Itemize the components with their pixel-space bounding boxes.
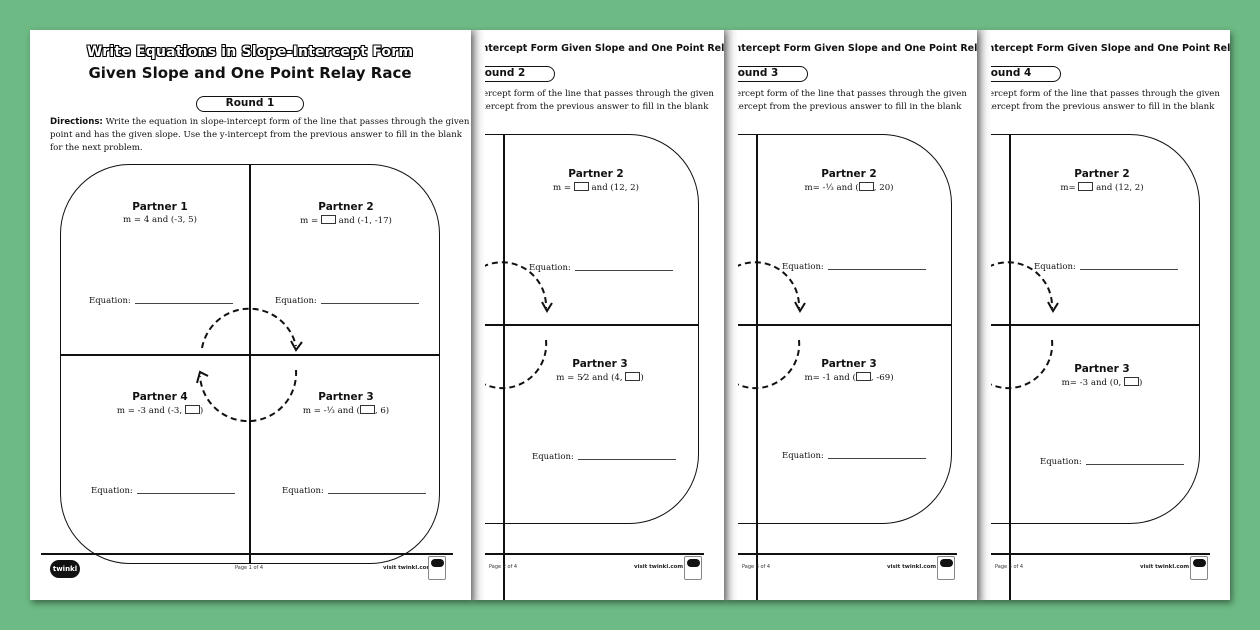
page-header: -Intercept Form Given Slope and One Poin… xyxy=(980,43,1230,54)
equation-field[interactable]: Equation: xyxy=(532,452,676,462)
directions-text: ntercept form of the line that passes th… xyxy=(980,89,1220,112)
page-header: -Intercept Form Given Slope and One Poin… xyxy=(474,43,724,54)
footer-divider xyxy=(977,553,1210,555)
equation-field[interactable]: Equation: xyxy=(1040,457,1184,467)
answer-blank[interactable] xyxy=(1124,377,1139,386)
partner-3-card: Partner 3 m = 5⁄2 and (4, ) xyxy=(556,358,644,383)
partner-1-card: Partner 1 m = 4 and (-3, 5) xyxy=(123,201,197,225)
round-badge: Round 3 xyxy=(724,66,808,82)
partner-2-card: Partner 2 m= -⅓ and (, 20) xyxy=(804,168,894,193)
answer-blank[interactable] xyxy=(320,215,336,224)
partner-3-card: Partner 3 m = -⅓ and (, 6) xyxy=(302,391,390,416)
equation-field[interactable]: Equation: xyxy=(782,262,926,272)
worksheet-page-4: -Intercept Form Given Slope and One Poin… xyxy=(977,30,1230,600)
partner-4-card: Partner 4 m = -3 and (-3, ) xyxy=(116,391,204,416)
round-badge: Round 2 xyxy=(471,66,555,82)
answer-blank[interactable] xyxy=(625,372,641,381)
round-badge: Round 4 xyxy=(977,66,1061,82)
equation-field[interactable]: Equation: xyxy=(529,263,673,273)
quality-badge-icon xyxy=(1190,556,1208,580)
page-title: Write Equations in Slope-Intercept Form xyxy=(86,44,414,60)
partner-3-card: Partner 3 m= -1 and (, -69) xyxy=(804,358,894,383)
answer-blank[interactable] xyxy=(184,405,200,414)
quality-badge-icon xyxy=(684,556,702,580)
board-divider-vertical xyxy=(1009,134,1011,600)
partner-2-card: Partner 2 m = and (-1, -17) xyxy=(300,201,392,226)
page-number: Page 1 of 4 xyxy=(235,565,264,571)
directions-text: ntercept form of the line that passes th… xyxy=(474,89,714,112)
footer-divider xyxy=(41,553,453,555)
answer-blank[interactable] xyxy=(359,405,375,414)
partner-2-card: Partner 2 m= and (12, 2) xyxy=(1060,168,1144,193)
footer-link[interactable]: visit twinkl.com xyxy=(634,564,684,570)
relay-board xyxy=(724,134,952,524)
round-badge: Round 1 xyxy=(196,96,304,112)
board-divider-horizontal xyxy=(977,324,1200,326)
page-number: Page 2 of 4 xyxy=(489,564,518,570)
footer-link[interactable]: visit twinkl.com xyxy=(1140,564,1190,570)
relay-arrows-icon xyxy=(196,307,303,423)
answer-blank[interactable] xyxy=(1078,182,1094,191)
answer-blank[interactable] xyxy=(573,182,589,191)
equation-field[interactable]: Equation: xyxy=(782,451,926,461)
page-number: Page 4 of 4 xyxy=(995,564,1024,570)
worksheet-page-3: -Intercept Form Given Slope and One Poin… xyxy=(724,30,977,600)
quality-badge-icon xyxy=(428,556,446,580)
equation-field[interactable]: Equation: xyxy=(1034,262,1178,272)
page-edge-shadow xyxy=(977,30,991,600)
directions-text: Directions: Write the equation in slope-… xyxy=(50,117,470,153)
board-divider-vertical xyxy=(756,134,758,600)
footer-link[interactable]: visit twinkl.com xyxy=(383,565,433,571)
relay-arrows-icon xyxy=(977,261,1059,390)
twinkl-logo: twinkl xyxy=(50,560,80,578)
footer-divider xyxy=(724,553,957,555)
page-subtitle: Given Slope and One Point Relay Race xyxy=(88,64,412,82)
equation-field[interactable]: Equation: xyxy=(89,296,233,306)
partner-2-card: Partner 2 m = and (12, 2) xyxy=(552,168,640,193)
quality-badge-icon xyxy=(937,556,955,580)
equation-field[interactable]: Equation: xyxy=(282,486,426,496)
board-divider-horizontal xyxy=(60,354,440,356)
page-edge-shadow xyxy=(724,30,738,600)
relay-arrows-icon xyxy=(724,261,806,390)
board-divider-horizontal xyxy=(471,324,699,326)
board-divider-vertical xyxy=(249,164,251,564)
page-header: -Intercept Form Given Slope and One Poin… xyxy=(727,43,977,54)
relay-arrows-icon xyxy=(471,261,553,390)
worksheet-page-2: -Intercept Form Given Slope and One Poin… xyxy=(471,30,724,600)
board-divider-horizontal xyxy=(724,324,952,326)
equation-field[interactable]: Equation: xyxy=(275,296,419,306)
relay-board xyxy=(977,134,1200,524)
page-edge-shadow xyxy=(471,30,485,600)
worksheet-page-1: Write Equations in Slope-Intercept Form … xyxy=(30,30,471,600)
directions-text: ntercept form of the line that passes th… xyxy=(727,89,967,112)
answer-blank[interactable] xyxy=(855,372,871,381)
equation-field[interactable]: Equation: xyxy=(91,486,235,496)
footer-link[interactable]: visit twinkl.com xyxy=(887,564,937,570)
footer-divider xyxy=(471,553,704,555)
partner-3-card: Partner 3 m= -3 and (0, ) xyxy=(1061,363,1143,388)
relay-board xyxy=(471,134,699,524)
answer-blank[interactable] xyxy=(858,182,874,191)
board-divider-vertical xyxy=(503,134,505,600)
page-number: Page 3 of 4 xyxy=(742,564,771,570)
